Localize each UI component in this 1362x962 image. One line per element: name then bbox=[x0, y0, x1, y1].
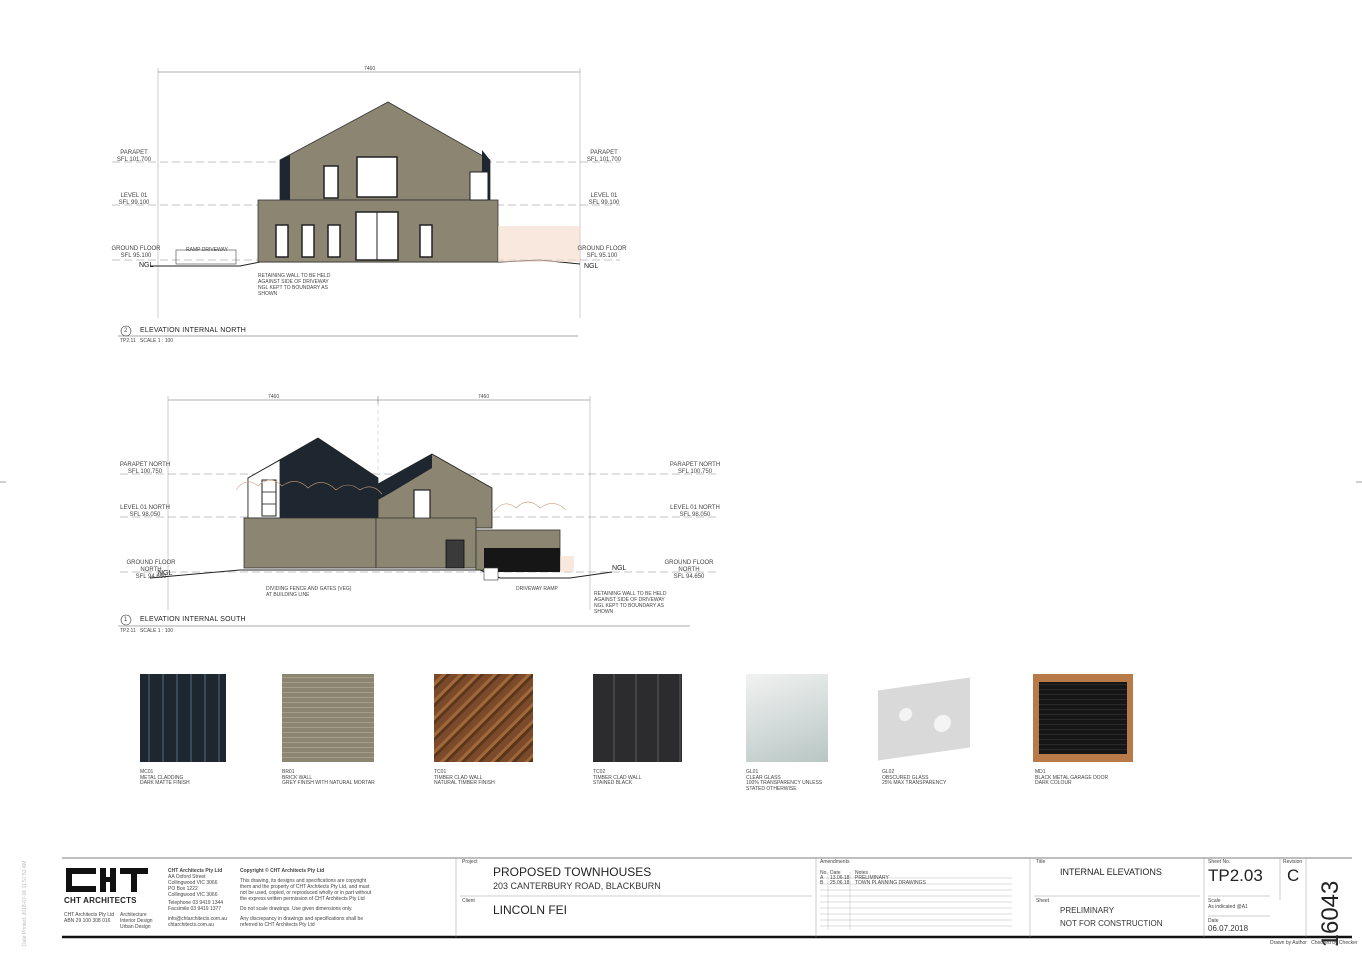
drawing-title: INTERNAL ELEVATIONS bbox=[1060, 867, 1162, 877]
north-retaining-note: RETAINING WALL TO BE HELD AGAINST SIDE O… bbox=[258, 273, 331, 297]
scale-note: Do not scale drawings. Use given dimensi… bbox=[240, 906, 353, 912]
amend-col-notes: Notes bbox=[855, 870, 869, 876]
material-swatch-md1 bbox=[1033, 674, 1133, 762]
south-number: 1 bbox=[124, 617, 128, 623]
copyright-text: This drawing, its designs and specificat… bbox=[240, 878, 372, 902]
material-swatch-tc02 bbox=[593, 674, 682, 762]
north-scale: SCALE 1 : 100 bbox=[140, 338, 174, 344]
firm-address: AA Oxford Street Collingwood VIC 3066 PO… bbox=[168, 874, 218, 898]
south-ref: TP2.11 bbox=[120, 628, 136, 634]
sheet-label: Sheet bbox=[1036, 898, 1050, 904]
south-dimension-left: 7460 bbox=[268, 394, 280, 400]
copyright-title: Copyright © CHT Architects Pty Ltd bbox=[240, 868, 325, 874]
firm-entity: CHT Architects Pty Ltd bbox=[168, 868, 223, 874]
discrepancy-note: Any discrepancy in drawings and specific… bbox=[240, 916, 364, 928]
firm-abn: CHT Architects Pty Ltd ABN 29 100 308 01… bbox=[64, 912, 115, 924]
revision: C bbox=[1287, 866, 1300, 885]
south-ngl-right: NGL bbox=[612, 565, 627, 572]
date-label: Date bbox=[1208, 918, 1219, 924]
date: 06.07.2018 bbox=[1208, 924, 1249, 933]
north-title: ELEVATION INTERNAL NORTH bbox=[140, 327, 247, 334]
north-dimension: 7460 bbox=[364, 66, 376, 72]
firm-name: CHT ARCHITECTS bbox=[64, 896, 137, 905]
project-label: Project bbox=[462, 859, 478, 865]
south-scale: SCALE 1 : 100 bbox=[140, 628, 174, 634]
material-swatch-mc01 bbox=[140, 674, 226, 762]
amend-col-no: No. bbox=[820, 870, 828, 876]
amend-row-b-note: TOWN PLANNING DRAWINGS bbox=[855, 880, 926, 886]
scale-value: As indicated @A1 bbox=[1208, 904, 1248, 910]
south-fence-note: DIVIDING FENCE AND GATES (VEG) AT BUILDI… bbox=[266, 586, 352, 598]
title-label: Title bbox=[1036, 859, 1046, 865]
north-ngl-left: NGL bbox=[139, 262, 154, 269]
amend-row-a-no: A bbox=[820, 875, 824, 881]
elevation-south-drawing bbox=[118, 396, 720, 627]
amend-row-a-date: 13.06.18 bbox=[830, 875, 850, 881]
elevation-north-drawing bbox=[112, 68, 620, 337]
amend-row-a-note: PRELIMINARY bbox=[855, 875, 889, 881]
south-ngl-left: NGL bbox=[158, 570, 173, 577]
material-swatch-br01 bbox=[282, 674, 374, 762]
south-retaining-note: RETAINING WALL TO BE HELD AGAINST SIDE O… bbox=[594, 591, 667, 615]
job-number: 16043 bbox=[1317, 880, 1344, 948]
north-ref: TP2.11 bbox=[120, 338, 136, 344]
amendments-label: Amendments bbox=[820, 859, 850, 865]
sheet-status-2: NOT FOR CONSTRUCTION bbox=[1060, 919, 1163, 928]
project-address: 203 CANTERBURY ROAD, BLACKBURN bbox=[493, 881, 661, 891]
amend-col-date: Date bbox=[830, 870, 841, 876]
south-ramp-note: DRIVEWAY RAMP bbox=[516, 586, 558, 592]
firm-email: info@chtarchitects.com.au chtarchitects.… bbox=[168, 916, 227, 928]
sheet-no-label: Sheet No. bbox=[1208, 859, 1231, 865]
print-date-note: Date Printed: 2018-07-06 11:57:52 AM bbox=[22, 860, 28, 946]
amend-row-b-date: 25.06.18 bbox=[830, 880, 850, 886]
north-ngl-right: NGL bbox=[584, 263, 599, 270]
sheet-number: TP2.03 bbox=[1208, 866, 1263, 885]
material-swatch-tc01 bbox=[434, 674, 533, 762]
revision-label: Revision bbox=[1283, 859, 1303, 865]
drawn-by: Drawn by Author Checked by Checker bbox=[1270, 940, 1358, 946]
north-number: 2 bbox=[124, 328, 128, 334]
client-name: LINCOLN FEI bbox=[493, 903, 568, 917]
north-driveway-note: RAMP DRIVEWAY bbox=[186, 247, 228, 253]
south-dimension-right: 7460 bbox=[478, 394, 490, 400]
south-title: ELEVATION INTERNAL SOUTH bbox=[140, 616, 246, 623]
project-name: PROPOSED TOWNHOUSES bbox=[493, 865, 652, 879]
amend-row-b-no: B bbox=[820, 880, 824, 886]
title-block-frame bbox=[62, 857, 1352, 939]
firm-services: Architecture Interior Design Urban Desig… bbox=[120, 912, 153, 930]
scale-label: Scale bbox=[1208, 898, 1221, 904]
client-label: Client bbox=[462, 898, 475, 904]
sheet-status: PRELIMINARY bbox=[1060, 906, 1115, 915]
firm-phone: Telephone 03 9419 1344 Facsimile 03 9419… bbox=[168, 900, 224, 912]
material-swatch-gl02 bbox=[878, 677, 970, 761]
material-swatch-gl01 bbox=[746, 674, 828, 762]
cht-logo bbox=[66, 868, 148, 892]
